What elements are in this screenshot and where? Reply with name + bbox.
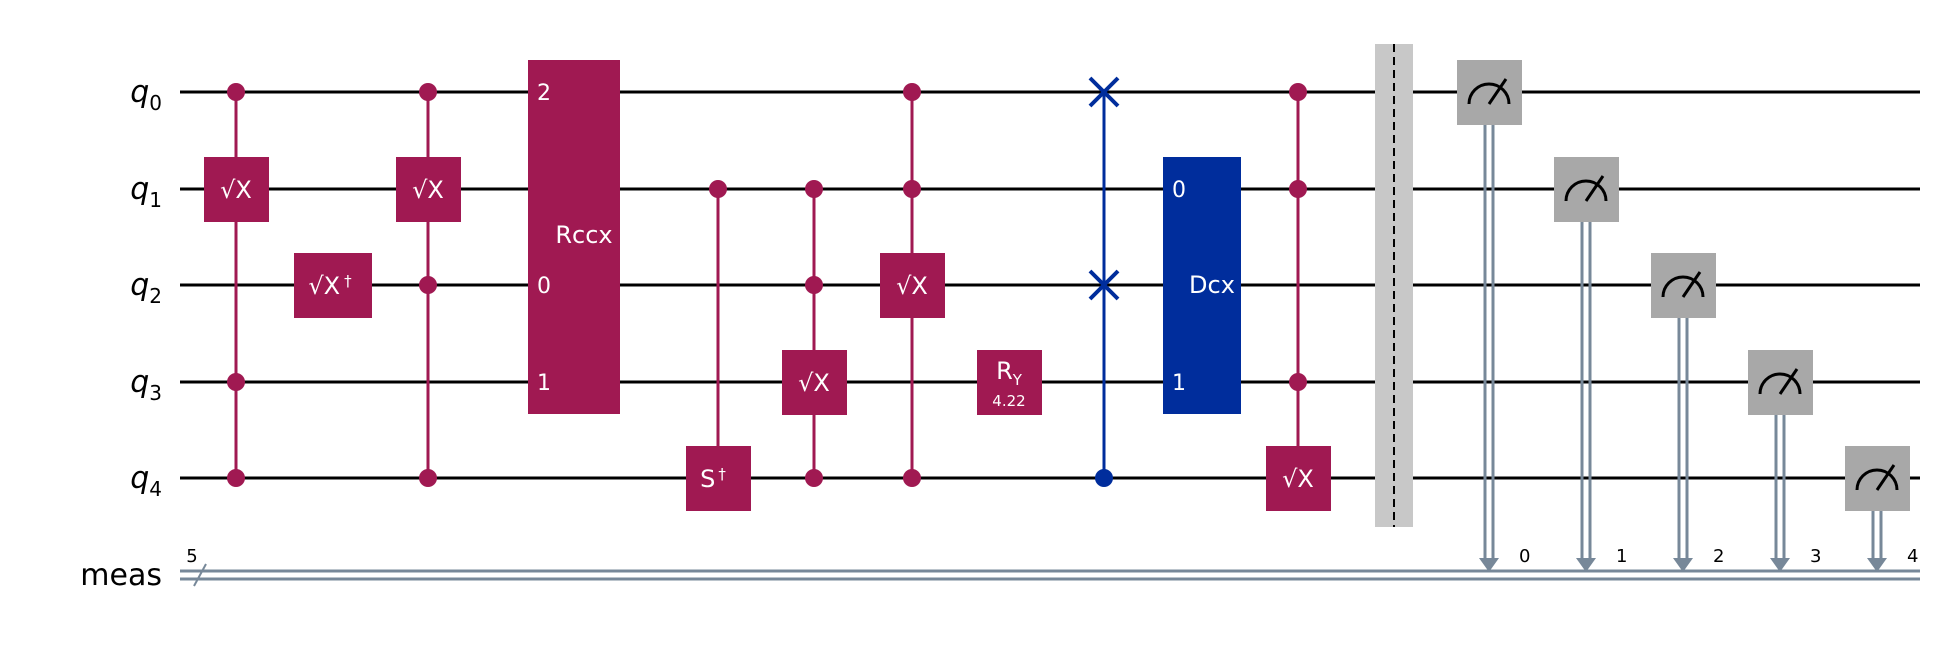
controlled-sx-gate-3: √X: [782, 180, 847, 487]
qubit-label-4: q4: [130, 461, 162, 501]
control-dot: [227, 373, 245, 391]
gate-label: Dcx: [1189, 271, 1235, 299]
gate-label: √X: [798, 369, 830, 397]
gate-label: √X†: [308, 272, 352, 300]
controlled-sx-gate-1: √X: [204, 83, 269, 487]
sx-box: [880, 253, 945, 318]
gate-label: √X: [220, 176, 252, 204]
meter-icon: [1855, 464, 1899, 491]
meter-icon: [1467, 78, 1511, 105]
register-size: 5: [186, 546, 197, 567]
sx-box: [396, 157, 461, 222]
controlled-swap-gate: [1088, 76, 1120, 487]
gate-label: √X: [896, 272, 928, 300]
measure-target-label: 2: [1713, 546, 1724, 567]
qubit-labels: q0 q1 q2 q3 q4 meas: [80, 75, 162, 593]
measure-target-label: 4: [1907, 546, 1918, 567]
meter-icon: [1758, 368, 1802, 395]
measure-target-label: 1: [1616, 546, 1627, 567]
port-label: 0: [537, 274, 551, 299]
measure-gate-0: 0: [1457, 60, 1530, 572]
control-dot: [903, 180, 921, 198]
controlled-sx-gate-2: √X: [396, 83, 461, 487]
control-dot: [227, 83, 245, 101]
gate-label: Rccx: [555, 221, 612, 249]
control-dot: [419, 469, 437, 487]
classical-wire: [180, 569, 1920, 581]
qubit-label-1: q1: [130, 172, 162, 212]
sx-box: [204, 157, 269, 222]
control-dot: [805, 469, 823, 487]
control-dot: [805, 276, 823, 294]
rccx-gate: Rccx 2 0 1: [528, 60, 620, 414]
register-label: meas: [80, 558, 162, 593]
control-dot: [419, 276, 437, 294]
sxdg-gate: √X†: [294, 253, 372, 318]
ry-gate: RY 4.22: [977, 350, 1042, 415]
control-dot: [1095, 469, 1113, 487]
control-dot: [709, 180, 727, 198]
control-dot: [1289, 373, 1307, 391]
gate-parameter: 4.22: [992, 392, 1025, 410]
measure-gate-4: 4: [1845, 446, 1918, 572]
measure-gate-3: 3: [1748, 350, 1821, 572]
measure-target-label: 0: [1519, 546, 1530, 567]
controlled-sx-gate-5: √X: [1266, 83, 1331, 511]
qubit-wires: [180, 90, 1920, 480]
gate-label: √X: [412, 176, 444, 204]
sx-box: [1266, 446, 1331, 511]
gate-label: √X: [1282, 465, 1314, 493]
sx-box: [782, 350, 847, 415]
port-label: 2: [537, 81, 551, 106]
sdg-box: [686, 446, 751, 511]
swap-cross-icon: [1088, 76, 1120, 108]
bundle-slash: [193, 563, 207, 587]
control-dot: [903, 469, 921, 487]
qubit-label-0: q0: [130, 75, 162, 115]
gate-label: RY: [996, 357, 1023, 389]
qubit-label-2: q2: [130, 268, 162, 308]
controlled-sx-gate-4: √X: [880, 83, 945, 487]
measure-gate-2: 2: [1651, 253, 1724, 572]
control-dot: [227, 469, 245, 487]
qubit-label-3: q3: [130, 365, 162, 405]
port-label: 0: [1172, 178, 1186, 203]
gate-label: S†: [700, 465, 726, 493]
control-dot: [903, 83, 921, 101]
meter-icon: [1564, 175, 1608, 202]
barrier: [1375, 44, 1413, 527]
dcx-gate: Dcx 0 1: [1163, 157, 1241, 414]
meter-icon: [1661, 271, 1705, 298]
controlled-sdg-gate: S†: [686, 180, 751, 511]
control-dot: [1289, 180, 1307, 198]
swap-cross-icon: [1088, 269, 1120, 301]
control-dot: [1289, 83, 1307, 101]
port-label: 1: [1172, 371, 1186, 396]
measure-gate-1: 1: [1554, 157, 1627, 572]
control-dot: [805, 180, 823, 198]
measure-target-label: 3: [1810, 546, 1821, 567]
port-label: 1: [537, 371, 551, 396]
control-dot: [419, 83, 437, 101]
